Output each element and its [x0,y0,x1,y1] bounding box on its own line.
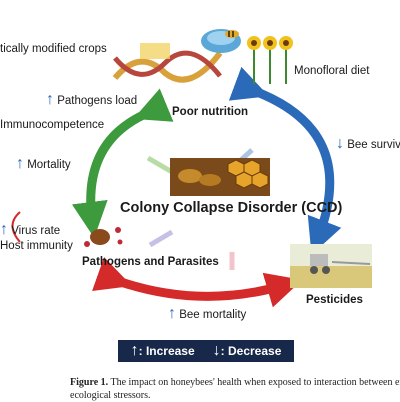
monofloral-label: Monofloral diet [294,65,370,77]
virus-loop-arrow [11,211,21,243]
colony-image [170,158,270,196]
caption-label: Figure 1. [70,377,109,388]
figure-caption: Figure 1. The impact on honeybees' healt… [70,376,400,402]
green-arrow [71,88,174,238]
ccd-title: Colony Collapse Disorder (CCD) [120,200,343,216]
inner-arrow-top [146,155,174,175]
poor-nutrition-label: Poor nutrition [172,106,249,118]
host-immunity-factor: Host immunity [0,240,73,252]
sunflowers-image [247,36,293,84]
parasite-image [84,227,123,247]
increase-arrow: ↑ [46,91,54,108]
pathogens-label: Pathogens and Parasites [82,256,219,268]
caption-line2: ecological stressors. [70,390,151,401]
red-arrow [92,257,303,308]
bee-icon [225,30,239,38]
increase-arrow: ↑ [16,155,24,172]
immunocompetence-factor: Immunocompetence [0,119,105,131]
increase-arrow: ↑ [0,221,8,238]
blue-arrow [228,66,342,255]
legend-decrease: ↓: Decrease [212,342,282,359]
increase-arrow: ↑ [168,305,176,322]
pathogens-load-factor: ↑ Pathogens load [46,91,138,108]
caption-text: The impact on honeybees' health when exp… [108,377,400,388]
bee-mortality-factor: ↑ Bee mortality [168,305,247,322]
pesticides-label: Pesticides [306,294,363,306]
virus-rate-factor: ↑ Virus rate [0,221,61,238]
inner-arrow-left [148,229,174,248]
pesticides-image [290,244,372,288]
bee-survival-factor: ↓ Bee survivi [336,135,400,152]
legend-increase: ↑: Increase [130,342,195,359]
legend: ↑: Increase ↓: Decrease [118,340,294,362]
gm-crops-label: tically modified crops [0,43,107,55]
mortality-factor: ↑ Mortality [16,155,71,172]
decrease-arrow: ↓ [336,135,344,152]
